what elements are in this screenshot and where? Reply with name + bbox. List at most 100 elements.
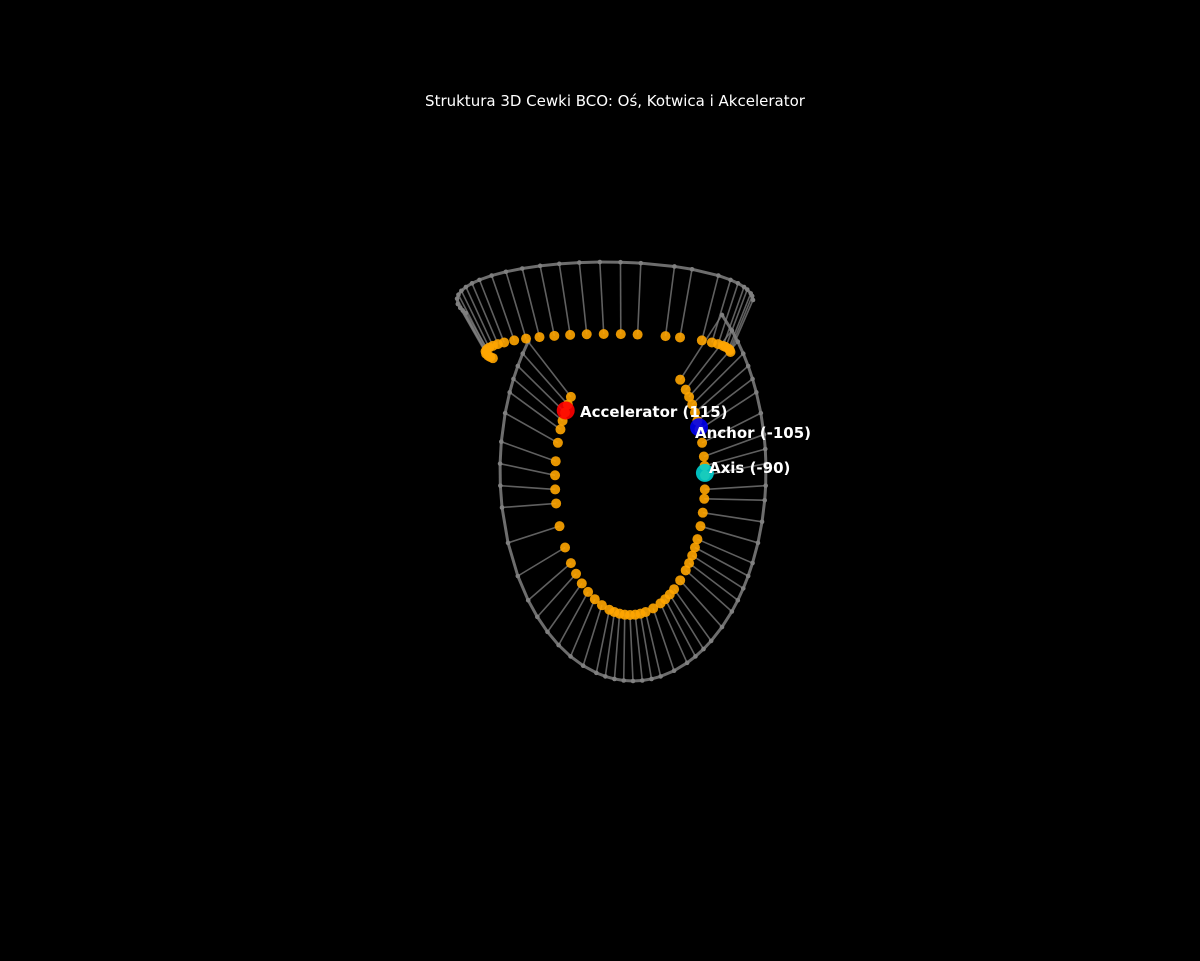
upper-turn-node-point: [696, 335, 707, 346]
main-turn-node-point: [555, 424, 566, 435]
upper-turn-frame-segment: [674, 264, 693, 271]
main-turn-node-point: [596, 600, 607, 611]
upper-turn-node-point: [521, 333, 532, 344]
main-turn-node-point: [689, 407, 700, 418]
upper-turn-node-point: [660, 331, 671, 342]
main-turn-spoke: [701, 412, 762, 444]
main-turn-frame-segment: [763, 485, 768, 501]
upper-turn-frame-segment: [491, 270, 507, 278]
main-turn-node-point: [698, 451, 709, 462]
main-turn-spoke: [704, 484, 766, 491]
frame-layer: [454, 259, 769, 684]
upper-turn-spoke: [636, 263, 642, 335]
main-turn-spoke: [694, 365, 749, 414]
main-turn-spoke: [679, 314, 723, 381]
main-turn-spoke: [664, 598, 697, 657]
main-turn-frame-segment: [754, 392, 763, 414]
main-turn-spoke: [499, 462, 556, 477]
upper-turn-spoke: [725, 289, 749, 348]
main-turn-spoke: [569, 598, 596, 657]
upper-turn-spoke: [711, 279, 732, 343]
main-turn-node-point: [560, 542, 571, 553]
main-turn-spoke: [500, 484, 556, 491]
main-turn-node-point: [565, 391, 576, 402]
main-turn-spoke: [527, 562, 572, 601]
main-turn-spoke: [501, 502, 557, 509]
upper-turn-spoke: [679, 269, 693, 338]
main-turn-node-point: [699, 493, 710, 504]
upper-turn-node-point: [598, 329, 609, 340]
upper-turn-node-point: [565, 329, 576, 340]
marker-label-axis: Axis (-90): [709, 459, 790, 477]
upper-turn-frame-segment: [620, 260, 641, 265]
main-turn-node-point: [684, 391, 695, 402]
upper-turn-node-point: [549, 330, 560, 341]
main-turn-spoke: [622, 614, 626, 681]
main-turn-spoke: [639, 613, 653, 680]
main-turn-spoke: [673, 588, 712, 642]
upper-turn-spoke: [729, 295, 753, 351]
main-turn-frame-segment: [508, 378, 515, 393]
main-turn-frame-segment: [536, 616, 549, 633]
upper-turn-spoke: [457, 294, 488, 350]
upper-turn-spoke: [521, 268, 541, 338]
main-turn-spoke: [685, 569, 733, 613]
main-turn-frame-segment: [720, 314, 734, 332]
upper-turn-spoke: [664, 266, 676, 337]
main-turn-frame-segment: [498, 441, 503, 464]
main-turn-spoke: [669, 594, 705, 650]
main-turn-node-point: [695, 521, 706, 532]
main-turn-node-point: [576, 578, 587, 589]
upper-turn-frame-segment: [505, 267, 523, 274]
upper-turn-node-point: [725, 347, 736, 357]
main-turn-node-point: [571, 568, 582, 579]
node-layer: [480, 329, 736, 620]
main-turn-node-point: [697, 507, 708, 518]
marker-anchor: [690, 418, 709, 437]
main-turn-spoke: [536, 573, 577, 618]
main-turn-frame-segment: [751, 542, 760, 564]
main-turn-spoke: [679, 579, 723, 628]
marker-label-accelerator: Accelerator (115): [580, 403, 728, 421]
main-turn-node-point: [680, 565, 691, 576]
main-turn-node-point: [687, 550, 698, 561]
main-turn-node-point: [699, 484, 710, 495]
main-turn-spoke: [557, 591, 589, 646]
main-turn-frame-segment: [499, 412, 507, 442]
upper-turn-node-point: [632, 329, 643, 340]
main-turn-frame-segment: [569, 655, 585, 667]
upper-turn-spoke: [478, 279, 505, 343]
main-turn-spoke: [704, 462, 767, 477]
upper-turn-node-point: [581, 329, 592, 340]
main-turn-spoke: [527, 341, 572, 398]
upper-turn-spoke: [558, 263, 571, 336]
upper-turn-spoke: [471, 283, 499, 345]
main-turn-spoke: [522, 353, 569, 406]
marker-axis: [695, 463, 714, 482]
upper-turn-spoke: [578, 262, 588, 335]
main-turn-spoke: [546, 582, 583, 633]
main-turn-spoke: [700, 525, 759, 544]
main-turn-spoke: [652, 608, 675, 671]
main-turn-frame-segment: [582, 664, 598, 675]
upper-turn-frame-segment: [522, 264, 541, 270]
main-turn-frame-segment: [756, 521, 764, 544]
upper-turn-spoke: [539, 265, 556, 336]
main-turn-node-point: [687, 399, 698, 410]
main-turn-node-point: [551, 498, 562, 509]
main-turn-frame-segment: [751, 378, 758, 393]
upper-turn-node-point: [499, 337, 510, 348]
upper-turn-spoke: [717, 283, 739, 345]
main-turn-node-point: [589, 594, 600, 605]
main-turn-node-point: [648, 603, 659, 614]
main-turn-frame-segment: [498, 485, 504, 508]
main-turn-spoke: [629, 614, 634, 682]
main-turn-spoke: [696, 378, 754, 422]
main-turn-node-point: [692, 534, 703, 545]
main-turn-spoke: [704, 448, 766, 467]
upper-turn-spoke: [465, 286, 494, 347]
upper-turn-frame-segment: [579, 260, 600, 265]
main-turn-node-point: [550, 484, 561, 495]
main-turn-node-point: [565, 558, 576, 569]
main-turn-node-point: [550, 470, 561, 481]
